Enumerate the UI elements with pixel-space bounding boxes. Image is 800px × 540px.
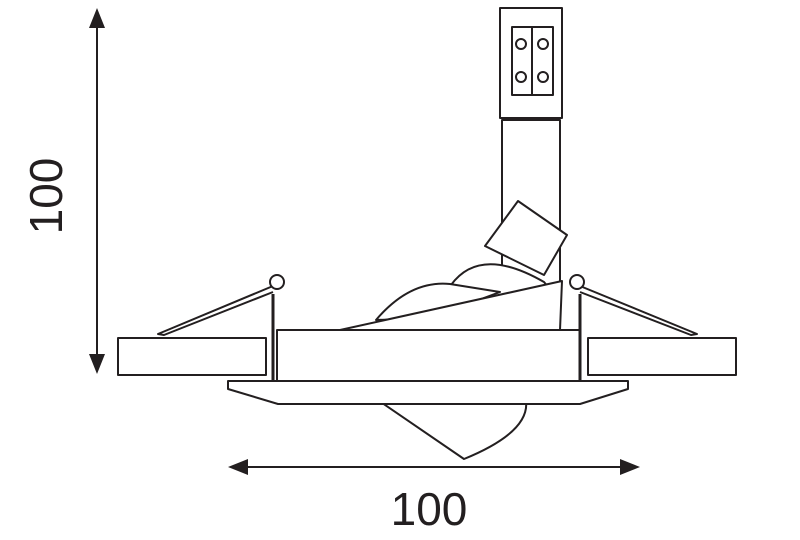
width-dimension: 100: [228, 459, 640, 535]
terminal-screw-4: [537, 71, 549, 83]
height-arrow-bottom: [89, 354, 105, 374]
reflector-bottom-dome: [371, 395, 528, 460]
lamp-socket: [484, 200, 568, 276]
height-dimension: 100: [20, 8, 105, 374]
spring-clip-left: [157, 274, 285, 380]
clip-pivot-right: [569, 274, 585, 290]
clip-arm-left: [157, 285, 274, 336]
ceiling-panel-right: [587, 337, 737, 376]
clip-pivot-left: [269, 274, 285, 290]
width-arrow-right: [620, 459, 640, 475]
width-dimension-label: 100: [391, 483, 468, 535]
height-arrow-top: [89, 8, 105, 28]
height-dimension-label: 100: [20, 158, 72, 235]
spring-clip-right: [569, 274, 698, 380]
housing-body: [276, 329, 581, 382]
reflector-mid-dome: [375, 282, 501, 321]
ceiling-panel-left: [117, 337, 267, 376]
terminal-screw-1: [515, 38, 527, 50]
terminal-screw-3: [515, 71, 527, 83]
terminal-screw-2: [537, 38, 549, 50]
clip-arm-right: [579, 285, 698, 336]
trim-ring: [227, 380, 629, 405]
width-arrow-left: [228, 459, 248, 475]
